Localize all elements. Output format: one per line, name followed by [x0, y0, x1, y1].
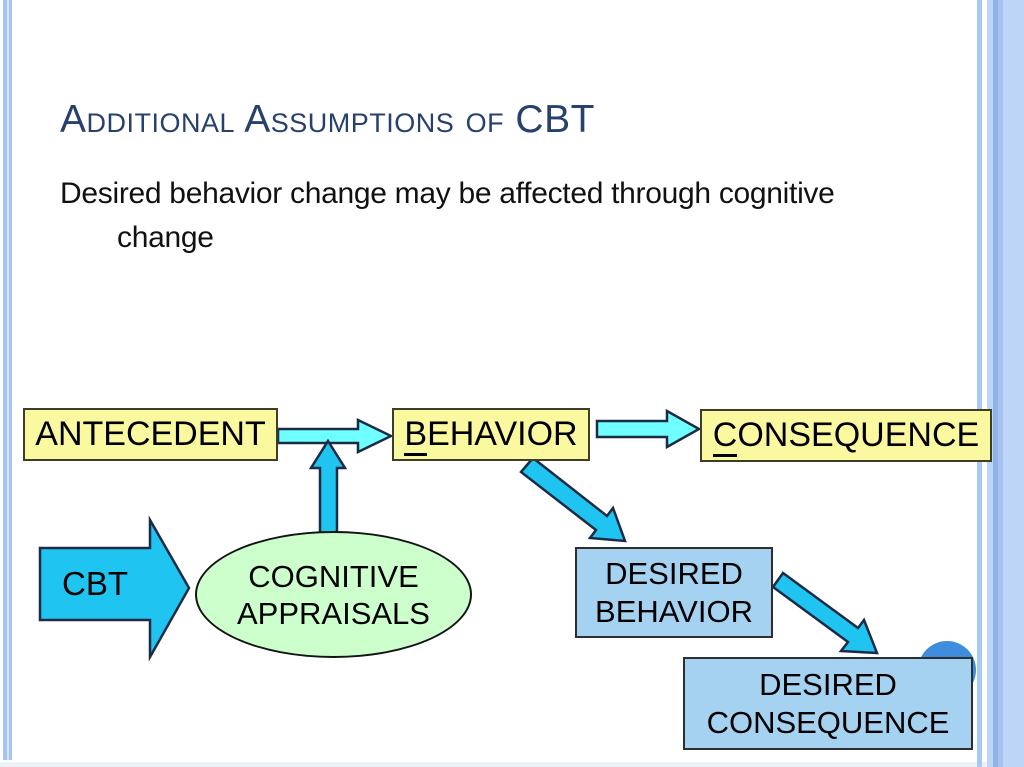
- cbt-block-arrow-icon: [38, 515, 191, 662]
- arrow-behavior-to-consequence-icon: [595, 408, 702, 450]
- bottom-strip: [0, 762, 1024, 767]
- right-border-stripe: [977, 0, 982, 767]
- arrow-behavior-to-desired-behavior-icon: [519, 456, 627, 543]
- cognitive-appraisals-ellipse: COGNITIVE APPRAISALS: [195, 531, 472, 658]
- body-line-2: change: [117, 221, 214, 254]
- arrow-appraisals-to-behavior-icon: [308, 438, 348, 535]
- consequence-box: CONSEQUENCE: [700, 409, 992, 462]
- behavior-label: BEHAVIOR: [404, 415, 578, 456]
- desired-consequence-box: DESIRED CONSEQUENCE: [683, 657, 973, 750]
- consequence-label: CONSEQUENCE: [712, 416, 979, 457]
- desired-behavior-box: DESIRED BEHAVIOR: [575, 547, 773, 638]
- behavior-box: BEHAVIOR: [392, 408, 590, 461]
- body-text: Desired behavior change may be affected …: [60, 172, 920, 260]
- left-border-stripes: [3, 0, 12, 760]
- right-border-band: [987, 0, 1024, 767]
- desired-behavior-line-2: BEHAVIOR: [595, 593, 753, 629]
- arrow-desired-behavior-to-desired-consequence-icon: [771, 571, 879, 655]
- cbt-arrow-label: CBT: [62, 565, 128, 602]
- body-line-1: Desired behavior change may be affected …: [60, 177, 835, 210]
- desired-behavior-line-1: DESIRED: [605, 555, 743, 591]
- arrow-antecedent-to-behavior-icon: [276, 418, 394, 454]
- cognitive-appraisals-line-1: COGNITIVE: [248, 558, 419, 594]
- desired-consequence-line-1: DESIRED: [759, 666, 897, 702]
- antecedent-box: ANTECEDENT: [23, 408, 278, 461]
- antecedent-label: ANTECEDENT: [35, 415, 266, 453]
- desired-consequence-line-2: CONSEQUENCE: [706, 704, 950, 740]
- cognitive-appraisals-line-2: APPRAISALS: [237, 595, 430, 631]
- slide-title: Additional Assumptions of CBT: [60, 98, 595, 141]
